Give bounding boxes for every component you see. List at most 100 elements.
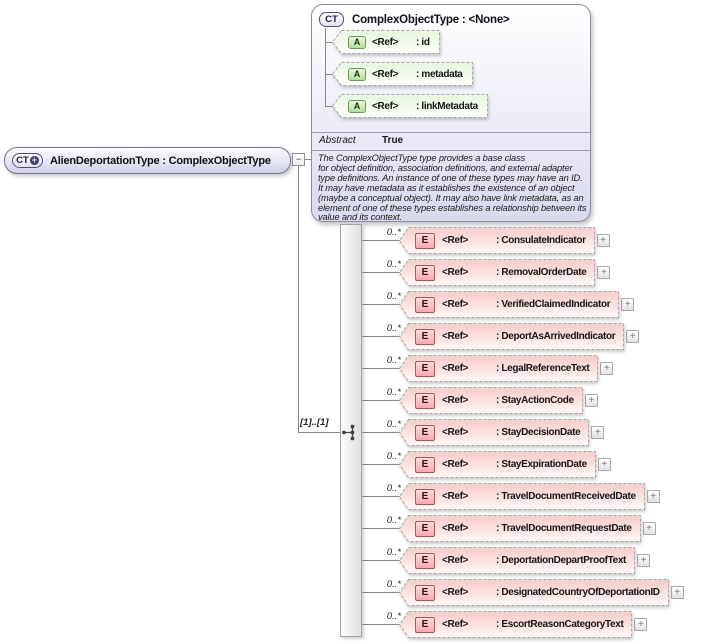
attribute-badge-icon: A xyxy=(348,35,366,49)
element-row: 0..*E<Ref>: TravelDocumentRequestDate + xyxy=(362,515,656,542)
element-box[interactable]: E<Ref>: TravelDocumentRequestDate xyxy=(399,515,641,542)
expand-type-icon: + xyxy=(29,155,39,165)
attribute-row[interactable]: A<Ref>: linkMetadata xyxy=(325,94,488,118)
ref-label: <Ref> xyxy=(442,235,469,246)
connector-line: 0..* xyxy=(362,323,407,350)
element-box[interactable]: E<Ref>: StayActionCode xyxy=(399,387,583,414)
element-box[interactable]: E<Ref>: StayDecisionDate xyxy=(399,419,589,446)
element-badge-icon: E xyxy=(415,488,435,505)
element-box[interactable]: E<Ref>: VerifiedClaimedIndicator xyxy=(399,291,619,318)
connector-line xyxy=(325,106,333,107)
attribute-box[interactable]: A<Ref>: id xyxy=(332,30,440,54)
multiplicity-label: 0..* xyxy=(386,323,401,334)
attribute-badge-icon: A xyxy=(348,67,366,81)
element-name: : StayDecisionDate xyxy=(496,427,581,438)
expand-button[interactable]: + xyxy=(597,266,611,279)
expand-button[interactable]: + xyxy=(646,490,660,503)
expand-button[interactable]: + xyxy=(626,330,640,343)
element-badge-icon: E xyxy=(415,328,435,345)
element-name: : EscortReasonCategoryText xyxy=(496,619,624,630)
element-box[interactable]: E<Ref>: DeportationDepartProofText xyxy=(399,547,635,574)
element-name: : VerifiedClaimedIndicator xyxy=(496,299,611,310)
element-name: : StayActionCode xyxy=(496,395,574,406)
multiplicity-label: 0..* xyxy=(386,387,401,398)
sequence-bar[interactable] xyxy=(340,224,362,637)
multiplicity-label: 0..* xyxy=(386,611,401,622)
connector-line: 0..* xyxy=(362,227,407,254)
attribute-box[interactable]: A<Ref>: linkMetadata xyxy=(332,94,488,118)
expand-button[interactable]: + xyxy=(634,618,648,631)
complex-type-plus-badge-icon: CT+ xyxy=(12,153,43,168)
ref-label: <Ref> xyxy=(442,331,469,342)
element-row: 0..*E<Ref>: ConsulateIndicator+ xyxy=(362,227,610,254)
main-type-box[interactable]: CT+ AlienDeportationType : ComplexObject… xyxy=(4,147,291,174)
element-badge-icon: E xyxy=(415,360,435,377)
element-box[interactable]: E<Ref>: StayExpirationDate xyxy=(399,451,596,478)
ref-label: <Ref> xyxy=(442,427,469,438)
connector-line xyxy=(325,74,333,75)
element-box[interactable]: E<Ref>: TravelDocumentReceivedDate xyxy=(399,483,645,510)
plus-icon: + xyxy=(640,554,647,566)
connector-line: 0..* xyxy=(362,451,407,478)
expand-button[interactable]: + xyxy=(597,458,611,471)
minus-icon: − xyxy=(295,154,302,164)
abstract-row: Abstract True xyxy=(319,135,403,146)
main-type-title: AlienDeportationType : ComplexObjectType xyxy=(50,154,271,167)
sequence-icon xyxy=(342,424,355,441)
attribute-badge-icon: A xyxy=(348,99,366,113)
connector-line: 0..* xyxy=(362,291,407,318)
connector-line: 0..* xyxy=(362,419,407,446)
element-box[interactable]: E<Ref>: DesignatedCountryOfDeportationID xyxy=(399,579,669,606)
separator xyxy=(312,132,590,133)
element-box[interactable]: E<Ref>: EscortReasonCategoryText xyxy=(399,611,632,638)
expand-button[interactable]: + xyxy=(670,586,684,599)
element-badge-icon: E xyxy=(415,520,435,537)
documentation-text: The ComplexObjectType type provides a ba… xyxy=(318,153,587,223)
element-box[interactable]: E<Ref>: RemovalOrderDate xyxy=(399,259,595,286)
cardinality-label: [1]..[1] xyxy=(300,417,329,428)
expand-button[interactable]: + xyxy=(600,362,614,375)
complex-type-badge-text: CT xyxy=(16,155,29,166)
multiplicity-label: 0..* xyxy=(386,259,401,270)
expand-button[interactable]: + xyxy=(584,394,598,407)
multiplicity-label: 0..* xyxy=(386,419,401,430)
attribute-connector-line xyxy=(325,28,326,106)
element-row: 0..*E<Ref>: DeportationDepartProofText + xyxy=(362,547,651,574)
connector-line: 0..* xyxy=(362,579,407,606)
expand-button[interactable]: + xyxy=(637,554,651,567)
element-name: : DesignatedCountryOfDeportationID xyxy=(496,587,660,598)
connector-line xyxy=(305,159,311,160)
multiplicity-label: 0..* xyxy=(386,547,401,558)
plus-icon: + xyxy=(600,266,607,278)
attribute-name: : metadata xyxy=(416,68,463,80)
ref-label: <Ref> xyxy=(442,299,469,310)
attribute-box[interactable]: A <Ref> : metadata xyxy=(332,62,473,86)
complex-type-badge-icon: CT xyxy=(319,12,344,27)
base-type-box[interactable]: CT ComplexObjectType : <None> A<Ref>: id… xyxy=(311,4,591,222)
element-row: 0..*E<Ref>: EscortReasonCategoryText+ xyxy=(362,611,648,638)
expand-button[interactable]: + xyxy=(596,234,610,247)
connector-line xyxy=(298,432,340,433)
connector-line: 0..* xyxy=(362,355,407,382)
element-box[interactable]: E<Ref>: DeportAsArrivedIndicator xyxy=(399,323,624,350)
expand-button[interactable]: + xyxy=(621,298,635,311)
plus-icon: + xyxy=(650,490,657,502)
plus-icon: + xyxy=(674,586,681,598)
element-row: 0..*E<Ref>: DeportAsArrivedIndicator+ xyxy=(362,323,640,350)
plus-icon: + xyxy=(603,362,610,374)
ref-label: <Ref> xyxy=(372,68,399,80)
multiplicity-label: 0..* xyxy=(386,515,401,526)
plus-icon: + xyxy=(646,522,653,534)
ref-label: <Ref> xyxy=(442,619,469,630)
connector-line: 0..* xyxy=(362,259,407,286)
element-box[interactable]: E<Ref>: LegalReferenceText xyxy=(399,355,598,382)
attribute-row[interactable]: A <Ref> : metadata xyxy=(325,62,473,86)
element-box[interactable]: E<Ref>: ConsulateIndicator xyxy=(399,227,595,254)
element-row: 0..*E<Ref>: RemovalOrderDate + xyxy=(362,259,611,286)
collapse-button[interactable]: − xyxy=(292,153,305,166)
expand-button[interactable]: + xyxy=(642,522,656,535)
attribute-row[interactable]: A<Ref>: id xyxy=(325,30,440,54)
expand-button[interactable]: + xyxy=(591,426,605,439)
connector-line: 0..* xyxy=(362,547,407,574)
element-badge-icon: E xyxy=(415,456,435,473)
